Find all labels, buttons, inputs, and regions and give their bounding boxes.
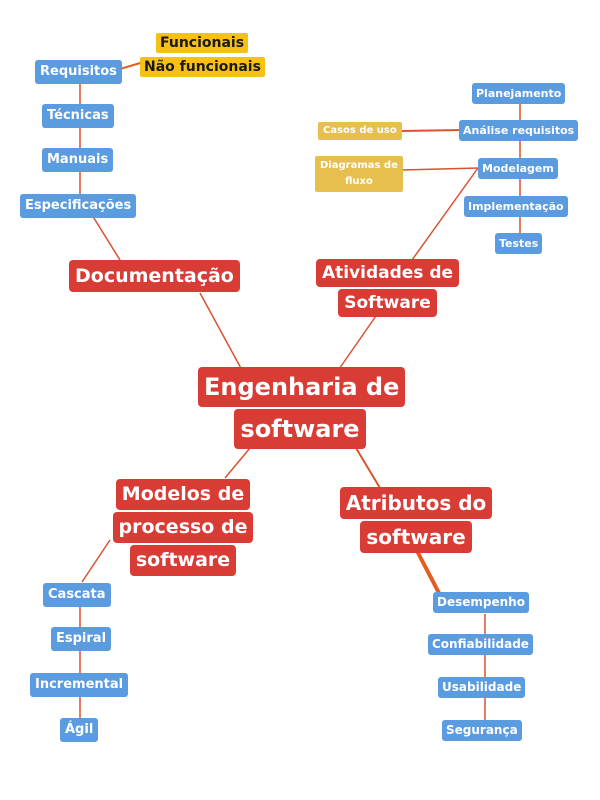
edge-documentacao-especificacoes xyxy=(91,214,121,261)
topic-modelos-line-3: software xyxy=(129,545,237,576)
topic-atividades-line-2: Software xyxy=(338,289,437,317)
leaf-agil[interactable]: Ágil xyxy=(60,718,99,742)
edge-modelagem-diagramas xyxy=(401,167,480,171)
leaf-cascata[interactable]: Cascata xyxy=(43,583,111,607)
topic-documentacao[interactable]: Documentação xyxy=(69,260,240,292)
leaf-espiral[interactable]: Espiral xyxy=(51,627,112,651)
note-diagramas-line-2: fluxo xyxy=(345,176,373,187)
leaf-seguranca[interactable]: Segurança xyxy=(442,720,522,741)
topic-modelos[interactable]: Modelos de processo de software xyxy=(103,478,263,577)
edge-atividades-modelagem xyxy=(411,167,479,261)
note-funcionais[interactable]: Funcionais xyxy=(156,33,249,53)
topic-atributos-line-2: software xyxy=(360,521,472,553)
note-nao-funcionais[interactable]: Não funcionais xyxy=(140,57,265,77)
leaf-implementacao[interactable]: Implementação xyxy=(464,196,568,217)
edge-central-atributos xyxy=(355,447,381,489)
note-diagramas-de-fluxo[interactable]: Diagramas de fluxo xyxy=(315,156,403,192)
leaf-confiabilidade[interactable]: Confiabilidade xyxy=(428,634,533,655)
leaf-analise-requisitos[interactable]: Análise requisitos xyxy=(459,120,579,141)
topic-modelos-line-2: processo de xyxy=(112,512,254,543)
topic-atributos-line-1: Atributos do xyxy=(339,487,493,519)
topic-documentacao-label: Documentação xyxy=(75,265,234,287)
topic-atributos[interactable]: Atributos do software xyxy=(330,486,502,554)
leaf-especificacoes[interactable]: Especificações xyxy=(20,194,137,218)
leaf-manuais[interactable]: Manuais xyxy=(42,148,114,172)
leaf-modelagem[interactable]: Modelagem xyxy=(478,158,558,179)
note-casos-de-uso[interactable]: Casos de uso xyxy=(318,122,402,140)
note-diagramas-line-1: Diagramas de xyxy=(320,160,398,171)
edge-atributos-desempenho xyxy=(413,546,442,596)
leaf-usabilidade[interactable]: Usabilidade xyxy=(438,677,526,698)
edge-central-atividades xyxy=(336,312,379,373)
edge-modelos-cascata xyxy=(81,539,111,583)
central-node[interactable]: Engenharia de software xyxy=(198,366,406,450)
leaf-planejamento[interactable]: Planejamento xyxy=(472,83,566,104)
leaf-requisitos[interactable]: Requisitos xyxy=(35,60,122,84)
topic-modelos-line-1: Modelos de xyxy=(115,479,251,510)
edge-central-documentacao xyxy=(199,292,244,373)
edge-analise-casos xyxy=(400,129,463,132)
leaf-testes[interactable]: Testes xyxy=(495,233,543,254)
central-node-line-2: software xyxy=(234,409,366,449)
leaf-desempenho[interactable]: Desempenho xyxy=(433,592,529,613)
topic-atividades[interactable]: Atividades de Software xyxy=(305,258,470,318)
topic-atividades-line-1: Atividades de xyxy=(315,259,460,287)
edge-central-modelos xyxy=(224,447,251,479)
leaf-tecnicas[interactable]: Técnicas xyxy=(42,104,114,128)
leaf-incremental[interactable]: Incremental xyxy=(30,673,129,697)
central-node-line-1: Engenharia de xyxy=(198,367,406,407)
